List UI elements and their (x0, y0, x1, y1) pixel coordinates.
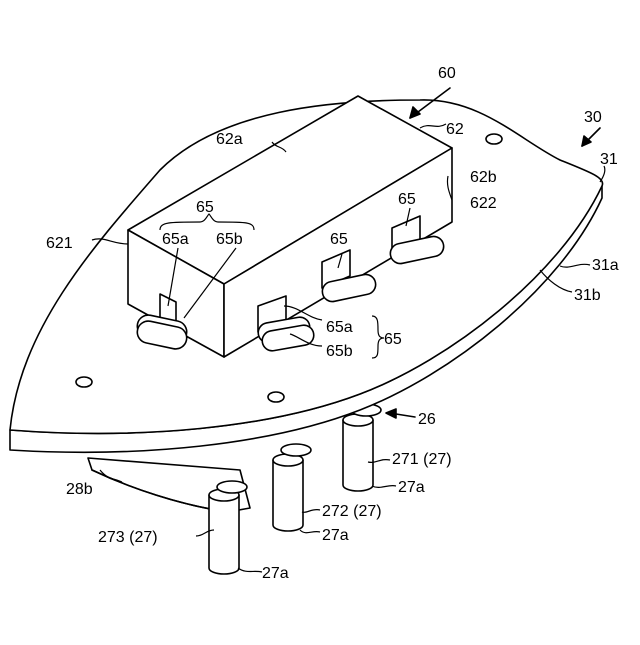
label-27a-1: 27a (398, 479, 425, 496)
label-65-callout: 65 (384, 331, 402, 348)
label-271: 271 (27) (392, 451, 452, 468)
label-27a-3: 27a (262, 565, 289, 582)
label-65a-callout: 65a (326, 319, 353, 336)
label-62a: 62a (216, 131, 243, 148)
label-27a-2: 27a (322, 527, 349, 544)
label-621: 621 (46, 235, 73, 252)
mount-hole (76, 377, 92, 387)
pin-272 (273, 444, 311, 531)
label-26: 26 (418, 411, 436, 428)
label-65-top: 65 (196, 199, 214, 216)
label-65a-top: 65a (162, 231, 189, 248)
mount-hole (268, 392, 284, 402)
label-31a: 31a (592, 257, 619, 274)
pin-271 (343, 404, 381, 491)
label-30: 30 (584, 109, 602, 126)
label-31b: 31b (574, 287, 601, 304)
label-272: 272 (27) (322, 503, 382, 520)
label-28b: 28b (66, 481, 93, 498)
label-60: 60 (438, 65, 456, 82)
mount-hole (486, 134, 502, 144)
label-65b-callout: 65b (326, 343, 353, 360)
label-65b-top: 65b (216, 231, 243, 248)
label-65-mid: 65 (330, 231, 348, 248)
label-62: 62 (446, 121, 464, 138)
label-62b: 62b (470, 169, 497, 186)
label-273: 273 (27) (98, 529, 158, 546)
label-622: 622 (470, 195, 497, 212)
label-31: 31 (600, 151, 618, 168)
label-65-right: 65 (398, 191, 416, 208)
